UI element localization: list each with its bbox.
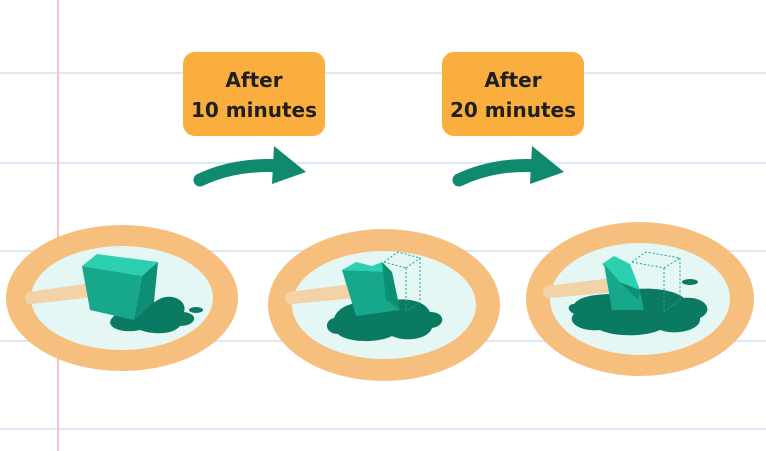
step-label-line: 10 minutes bbox=[191, 98, 317, 122]
arrow-icon bbox=[193, 146, 306, 187]
puddle bbox=[568, 279, 708, 336]
plate-3 bbox=[526, 222, 754, 376]
step-label-line: After bbox=[225, 68, 283, 92]
step-label-10-minutes: After 10 minutes bbox=[183, 52, 325, 136]
ruled-line bbox=[0, 72, 766, 74]
step-label-line: After bbox=[484, 68, 542, 92]
original-shape-outline bbox=[383, 251, 421, 313]
puddle bbox=[110, 296, 203, 334]
margin-line bbox=[57, 0, 59, 451]
ruled-line bbox=[0, 162, 766, 164]
original-shape-outline bbox=[631, 251, 681, 313]
arrow-icon bbox=[452, 146, 564, 187]
plate-1 bbox=[6, 225, 238, 371]
ruled-line bbox=[0, 428, 766, 430]
popsicle bbox=[285, 251, 421, 316]
popsicle bbox=[25, 254, 158, 320]
step-label-20-minutes: After 20 minutes bbox=[442, 52, 584, 136]
plate-2 bbox=[268, 229, 500, 381]
popsicle bbox=[543, 251, 681, 313]
step-label-line: 20 minutes bbox=[450, 98, 576, 122]
